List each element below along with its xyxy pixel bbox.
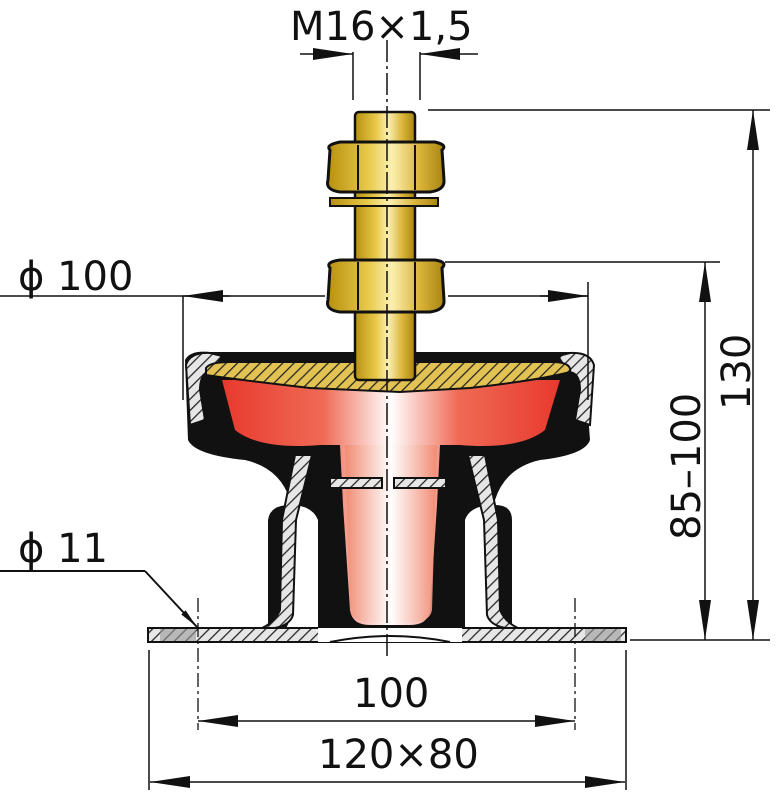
- total-height-label: 130: [714, 334, 760, 410]
- dimension-thread: [300, 47, 478, 100]
- bolt-washer: [329, 197, 439, 207]
- hole-diameter-label: ϕ 11: [18, 526, 108, 572]
- dimension-total-height: [428, 109, 770, 641]
- rubber-core: [345, 445, 437, 622]
- dimension-height-range: [445, 261, 720, 640]
- dimension-base-size: [148, 650, 627, 790]
- dimension-top-diameter: [0, 282, 589, 400]
- dimension-hole-diameter: [0, 570, 198, 628]
- bolt-top-nut: [326, 140, 446, 194]
- bolt-lower-nut: [326, 258, 446, 314]
- hole-spacing-label: 100: [353, 671, 429, 717]
- bolt-assembly: [326, 110, 446, 382]
- base-size-label: 120×80: [318, 732, 479, 778]
- inner-washer-right: [393, 477, 447, 489]
- top-diameter-label: ϕ 100: [18, 254, 133, 300]
- inner-washer-left: [329, 477, 383, 489]
- height-range-label: 85–100: [664, 393, 710, 540]
- thread-label: M16×1,5: [290, 4, 473, 50]
